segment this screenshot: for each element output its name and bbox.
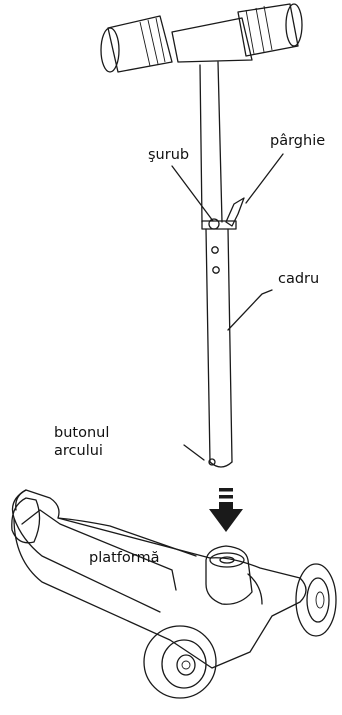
lower-frame	[206, 229, 232, 467]
scooter-deck	[13, 490, 307, 668]
clamp-lever	[202, 198, 244, 229]
insertion-arrow	[209, 488, 243, 532]
label-platform: platformă	[89, 550, 160, 566]
label-frame: cadru	[278, 271, 319, 287]
handlebar	[101, 4, 302, 72]
front-left-wheel	[144, 626, 216, 698]
label-spring-button-line2: arcului	[54, 443, 103, 459]
label-lever: pârghie	[270, 133, 325, 149]
label-spring-button-line1: butonul	[54, 425, 109, 441]
upper-stem	[200, 62, 222, 222]
steering-head	[206, 546, 262, 604]
label-screw: şurub	[148, 147, 189, 163]
leader-lines	[172, 154, 283, 460]
